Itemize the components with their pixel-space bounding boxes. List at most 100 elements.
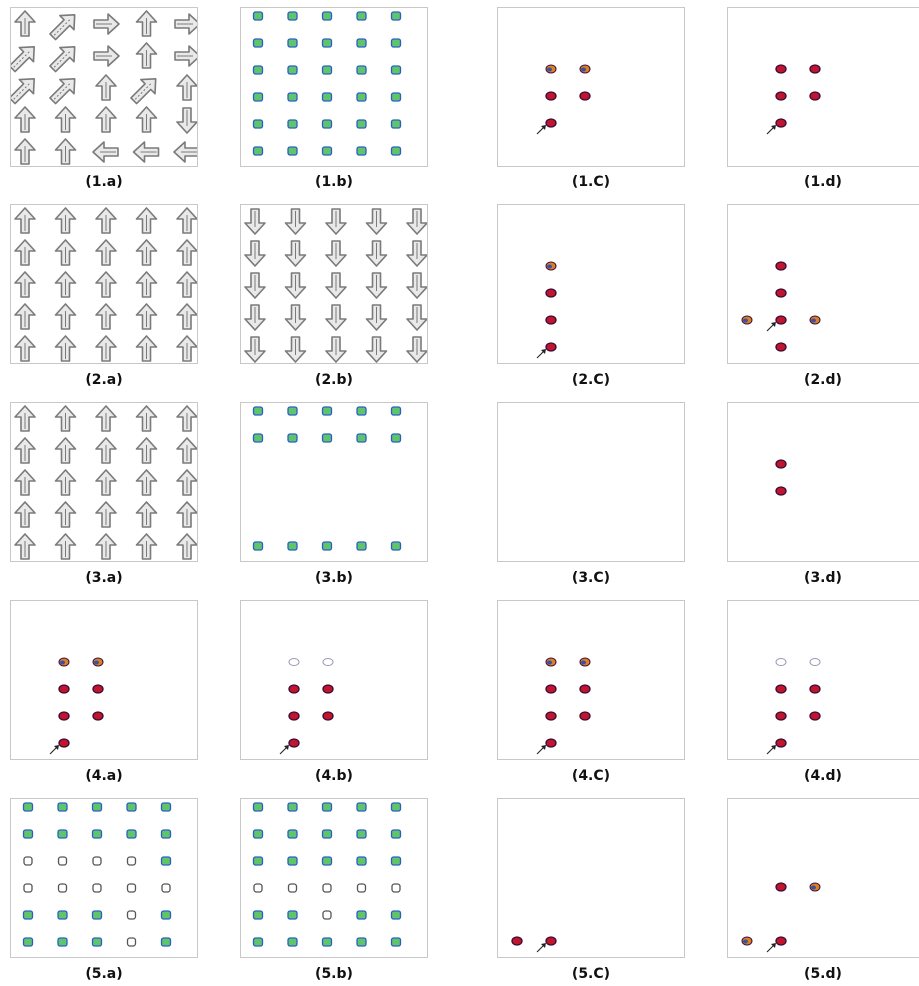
- panel-caption: (1.a): [44, 174, 164, 190]
- square-dot-icon: [58, 830, 67, 838]
- panel-canvas: [241, 205, 428, 364]
- square-dot-icon: [323, 39, 332, 47]
- blob-marker-icon: [580, 685, 590, 693]
- open-dot-icon: [24, 857, 32, 865]
- pointer-arrow-icon: [767, 943, 776, 952]
- panel-caption: (5.a): [44, 966, 164, 982]
- panel-canvas: [728, 403, 919, 562]
- figure-panel: [727, 7, 919, 167]
- square-dot-icon: [24, 911, 33, 919]
- square-dot-icon: [392, 147, 401, 155]
- open-dot-icon: [289, 884, 297, 892]
- open-dot-icon: [254, 884, 262, 892]
- arrow-tile-icon: [407, 305, 427, 330]
- square-dot-icon: [58, 938, 67, 946]
- square-dot-icon: [323, 66, 332, 74]
- arrow-tile-icon: [11, 72, 41, 108]
- arrow-tile-icon: [175, 46, 198, 66]
- square-dot-icon: [288, 66, 297, 74]
- arrow-tile-icon: [127, 72, 163, 108]
- blob-marker-icon: [776, 460, 786, 468]
- figure-panel: [240, 600, 428, 760]
- blob-marker-icon: [776, 685, 786, 693]
- figure-panel: [727, 600, 919, 760]
- arrow-tile-icon: [96, 208, 116, 233]
- square-dot-icon: [254, 911, 263, 919]
- pointer-arrow-icon: [767, 322, 776, 331]
- blob-marker-icon: [546, 937, 556, 945]
- square-dot-icon: [288, 542, 297, 550]
- arrow-tile-icon: [174, 142, 198, 162]
- arrow-tile-icon: [245, 241, 265, 266]
- figure-panel: [240, 7, 428, 167]
- arrow-tile-icon: [367, 273, 387, 298]
- square-dot-icon: [254, 830, 263, 838]
- square-dot-icon: [254, 407, 263, 415]
- arrow-tile-icon: [367, 209, 387, 234]
- square-dot-icon: [288, 407, 297, 415]
- square-dot-icon: [162, 830, 171, 838]
- panel-canvas: [728, 601, 919, 760]
- arrow-tile-icon: [137, 43, 157, 68]
- square-dot-icon: [392, 830, 401, 838]
- arrow-tile-icon: [177, 304, 197, 329]
- arrow-tile-icon: [286, 337, 306, 362]
- square-dot-icon: [288, 12, 297, 20]
- arrow-tile-icon: [56, 470, 76, 495]
- open-dot-icon: [323, 884, 331, 892]
- open-dot-icon: [128, 938, 136, 946]
- panel-canvas: [728, 205, 919, 364]
- arrow-tile-icon: [15, 139, 35, 164]
- square-dot-icon: [93, 911, 102, 919]
- arrow-tile-icon: [56, 534, 76, 559]
- blob-marker-icon: [546, 739, 556, 747]
- square-dot-icon: [357, 407, 366, 415]
- arrow-tile-icon: [137, 11, 157, 36]
- blob-marker-icon: [93, 712, 103, 720]
- arrow-tile-icon: [286, 305, 306, 330]
- square-dot-icon: [392, 803, 401, 811]
- figure-panel: [497, 798, 685, 958]
- square-dot-icon: [162, 938, 171, 946]
- arrow-tile-icon: [15, 502, 35, 527]
- blob-marker-icon: [776, 883, 786, 891]
- square-dot-icon: [392, 93, 401, 101]
- panel-caption: (1.b): [274, 174, 394, 190]
- arrow-tile-icon: [407, 273, 427, 298]
- panel-caption: (2.d): [763, 372, 883, 388]
- arrow-tile-icon: [15, 240, 35, 265]
- square-dot-icon: [254, 803, 263, 811]
- pointer-arrow-icon: [50, 745, 59, 754]
- square-dot-icon: [24, 938, 33, 946]
- square-dot-icon: [323, 803, 332, 811]
- panel-caption: (2.a): [44, 372, 164, 388]
- arrow-tile-icon: [137, 304, 157, 329]
- arrow-tile-icon: [96, 336, 116, 361]
- arrow-tile-icon: [137, 272, 157, 297]
- blob-marker-icon: [776, 65, 786, 73]
- blob-marker-icon: [289, 712, 299, 720]
- arrow-tile-icon: [177, 336, 197, 361]
- blob-marker-icon: [776, 316, 786, 324]
- arrow-tile-icon: [407, 241, 427, 266]
- arrow-tile-icon: [137, 336, 157, 361]
- blob-marker-icon: [323, 685, 333, 693]
- figure-panel: [10, 798, 198, 958]
- figure-panel: [497, 204, 685, 364]
- blob-marker-icon: [546, 343, 556, 351]
- blob-marker-icon: [289, 685, 299, 693]
- arrow-tile-icon: [96, 107, 116, 132]
- panel-caption: (4.d): [763, 768, 883, 784]
- panel-caption: (4.C): [531, 768, 651, 784]
- blob-marker-icon: [810, 883, 820, 891]
- square-dot-icon: [288, 938, 297, 946]
- arrow-tile-icon: [96, 406, 116, 431]
- square-dot-icon: [357, 542, 366, 550]
- square-dot-icon: [357, 39, 366, 47]
- arrow-tile-icon: [326, 209, 346, 234]
- open-dot-icon: [162, 884, 170, 892]
- arrow-tile-icon: [286, 209, 306, 234]
- square-dot-icon: [254, 147, 263, 155]
- square-dot-icon: [323, 938, 332, 946]
